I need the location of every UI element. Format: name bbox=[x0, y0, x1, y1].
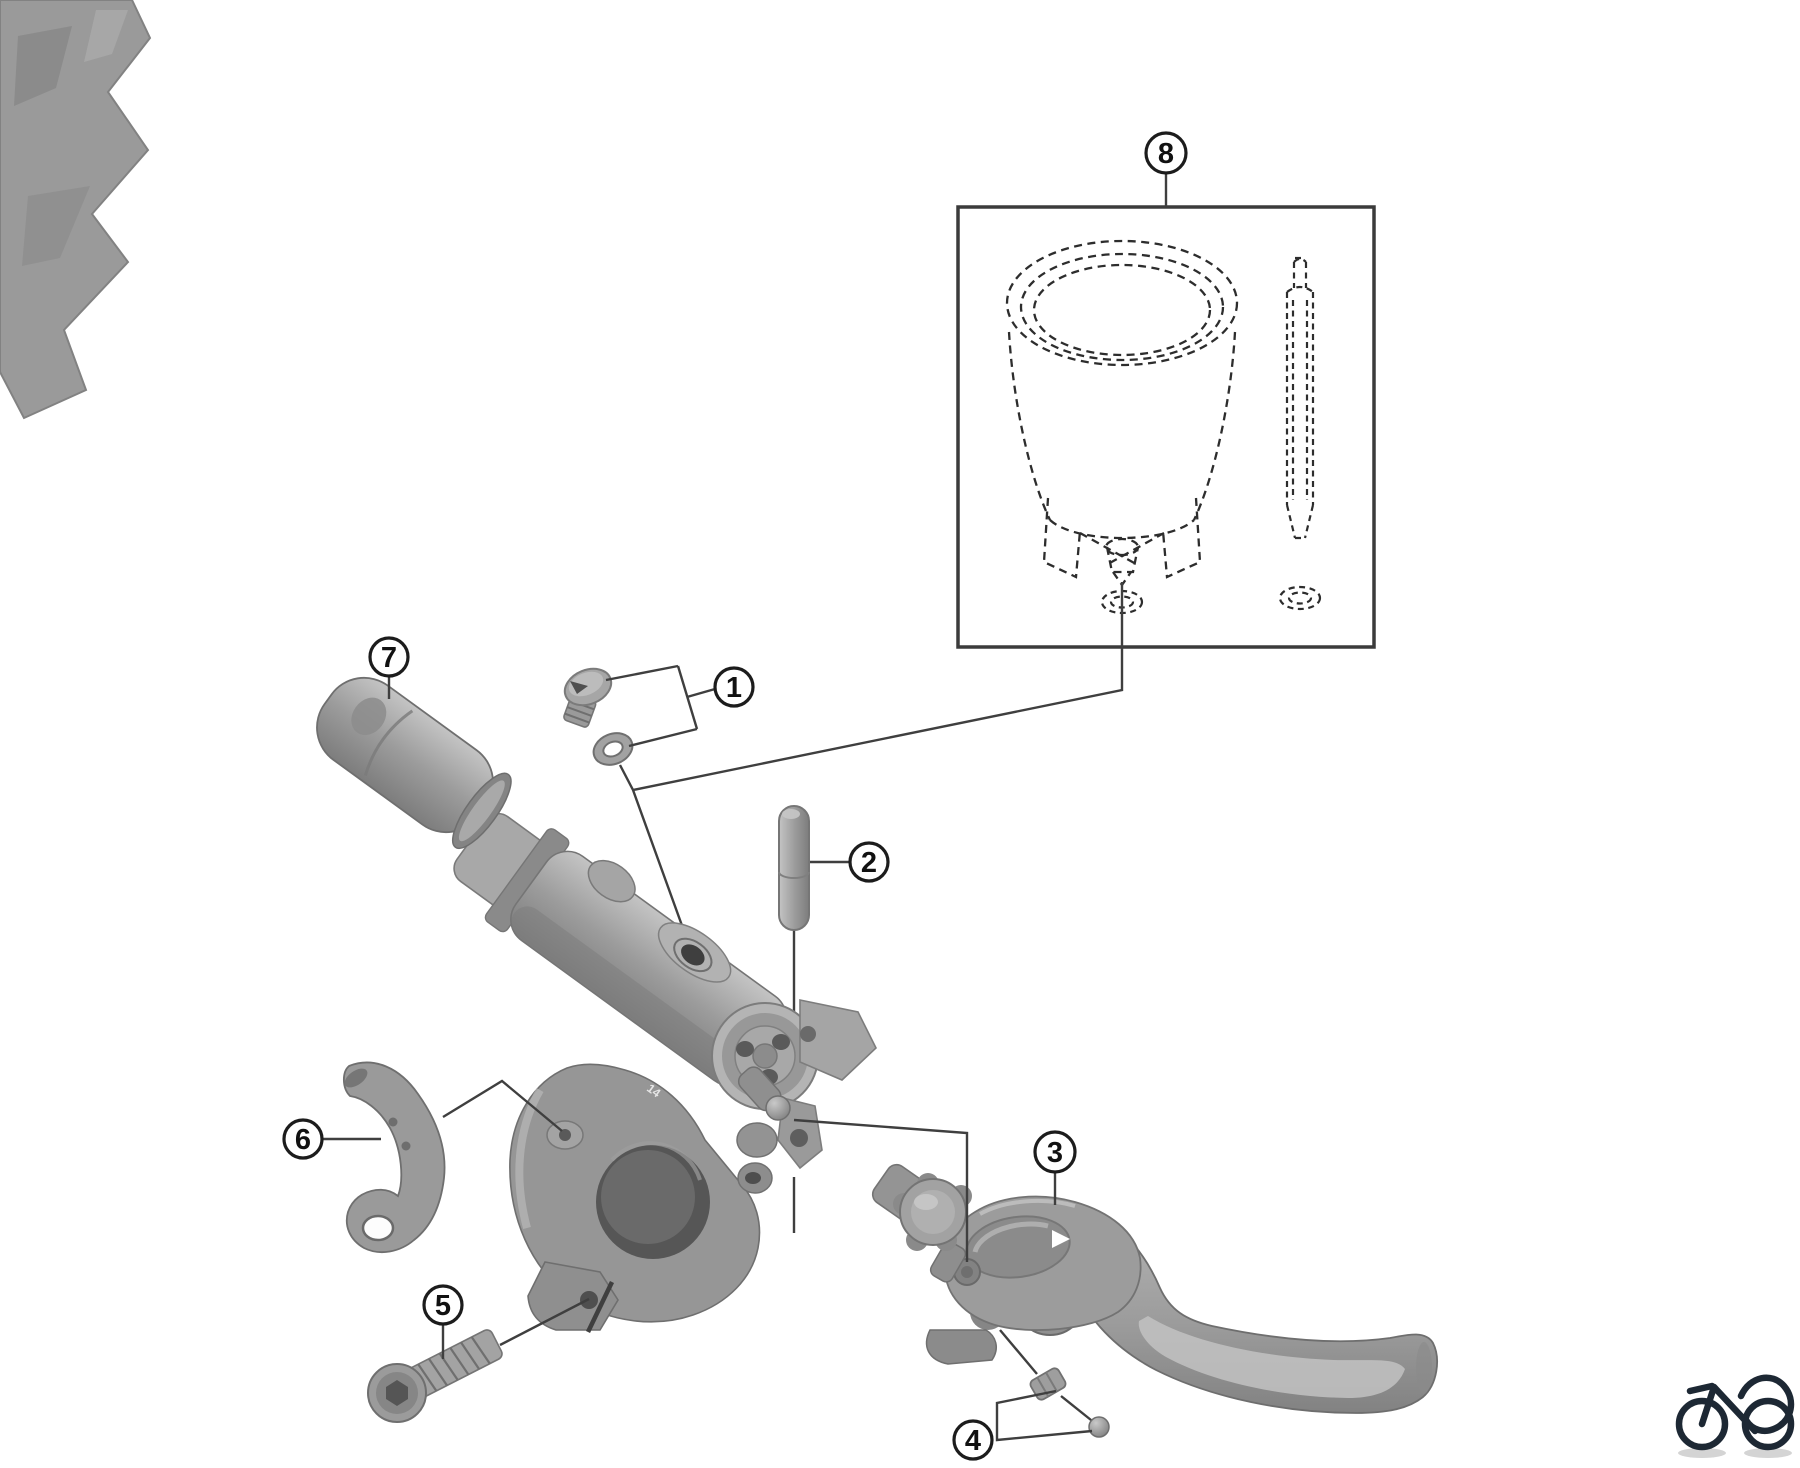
master-cylinder-body: 14 bbox=[453, 812, 877, 1333]
clamp-band bbox=[342, 1061, 446, 1254]
bleed-screw-o-ring bbox=[592, 732, 634, 766]
cylinder-barrel bbox=[453, 812, 787, 1087]
svg-text:7: 7 bbox=[381, 642, 397, 674]
funnel-leader-line bbox=[632, 582, 1124, 792]
screw-slot bbox=[570, 681, 588, 694]
callout-6: 6 bbox=[282, 1118, 324, 1160]
callout-1-bracket bbox=[605, 664, 716, 748]
bleed-screw-leader-line bbox=[618, 764, 695, 957]
bleed-funnel bbox=[1005, 239, 1239, 588]
inset-box-border bbox=[956, 205, 1376, 649]
stopper-o-ring bbox=[1278, 585, 1322, 611]
svg-text:5: 5 bbox=[435, 1290, 451, 1322]
pushrod-nut bbox=[1029, 1367, 1067, 1401]
callout-1: 1 bbox=[713, 666, 755, 708]
bleed-port-hole bbox=[681, 944, 705, 966]
bleed-screw bbox=[563, 667, 613, 728]
svg-text:1: 1 bbox=[726, 672, 742, 704]
callout-5: 5 bbox=[422, 1284, 464, 1326]
band-position-bracket bbox=[442, 1079, 563, 1132]
callout-2: 2 bbox=[848, 841, 890, 883]
hose-flange-upper bbox=[799, 999, 877, 1081]
svg-text:4: 4 bbox=[965, 1425, 981, 1457]
bolt-target-line bbox=[499, 1297, 590, 1347]
barrel-nub bbox=[587, 859, 636, 903]
svg-text:6: 6 bbox=[295, 1124, 311, 1156]
svg-text:2: 2 bbox=[861, 847, 877, 879]
oil-stopper-plug bbox=[1285, 256, 1315, 540]
svg-text:3: 3 bbox=[1047, 1137, 1063, 1169]
pushrod-knuckle bbox=[736, 1066, 791, 1194]
connecting-pin bbox=[778, 805, 810, 931]
bicycle-logo bbox=[1675, 1374, 1795, 1458]
callouts: 1 2 3 4 5 6 7 8 bbox=[282, 131, 1188, 1461]
logo-left-wheel bbox=[1675, 1397, 1729, 1451]
lever-end-cap bbox=[316, 676, 512, 850]
cylinder-end-cover bbox=[711, 1002, 819, 1110]
callout-7: 7 bbox=[368, 636, 410, 678]
callout-3: 3 bbox=[1033, 1130, 1077, 1174]
svg-text:8: 8 bbox=[1158, 138, 1174, 170]
hex-socket bbox=[386, 1380, 408, 1406]
clamp-slot bbox=[585, 1281, 615, 1333]
corner-artifact-shape bbox=[0, 0, 152, 420]
clamp-bolt bbox=[367, 1329, 503, 1423]
pushrod-ball bbox=[1088, 1416, 1110, 1438]
callout-8: 8 bbox=[1144, 131, 1188, 175]
knuckle-to-lever-leader bbox=[793, 1118, 969, 1262]
band-hole bbox=[361, 1214, 395, 1242]
callout-4-bracket bbox=[995, 1329, 1093, 1442]
callout-4: 4 bbox=[952, 1419, 994, 1461]
bleed-funnel-inset-box bbox=[956, 205, 1376, 649]
brake-lever-assembly bbox=[871, 1163, 1438, 1414]
